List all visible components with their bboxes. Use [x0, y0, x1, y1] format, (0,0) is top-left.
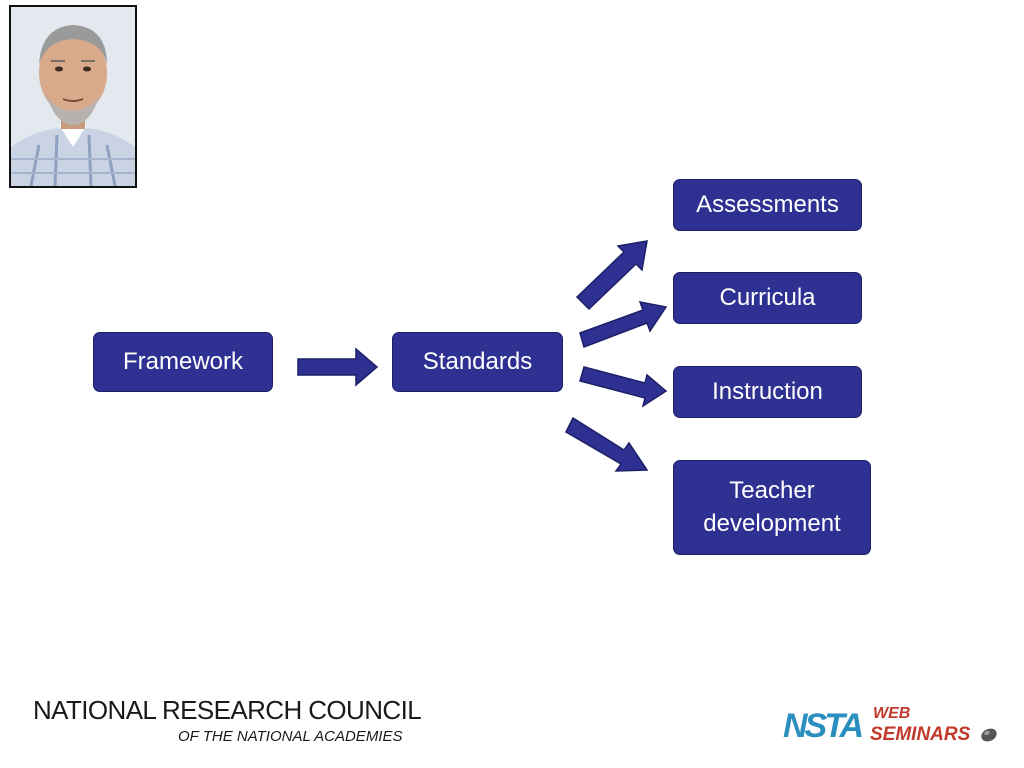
assessments-box: Assessments	[673, 179, 862, 231]
logo-web-text: WEB	[873, 705, 911, 722]
presenter-portrait	[11, 7, 135, 186]
arrow-to-assessments	[575, 240, 648, 311]
mouse-icon	[981, 728, 997, 742]
standards-box: Standards	[392, 332, 563, 392]
teacher-development-box: Teacher development	[673, 460, 871, 555]
arrow-framework-to-standards	[297, 347, 379, 387]
nsta-wordmark: NSTA	[783, 707, 864, 745]
nsta-web-seminars-logo: NSTA WEB SEMINARS	[783, 703, 1003, 753]
curricula-box: Curricula	[673, 272, 862, 324]
logo-seminars-text: SEMINARS	[870, 724, 971, 745]
arrow-to-teacher-development	[565, 416, 649, 472]
arrow-to-instruction	[579, 366, 668, 408]
framework-box: Framework	[93, 332, 273, 392]
instruction-box: Instruction	[673, 366, 862, 418]
arrow-to-curricula	[579, 301, 668, 348]
presenter-photo	[9, 5, 137, 188]
nrc-subtitle: OF THE NATIONAL ACADEMIES	[178, 728, 403, 745]
nrc-title: NATIONAL RESEARCH COUNCIL	[33, 695, 422, 725]
